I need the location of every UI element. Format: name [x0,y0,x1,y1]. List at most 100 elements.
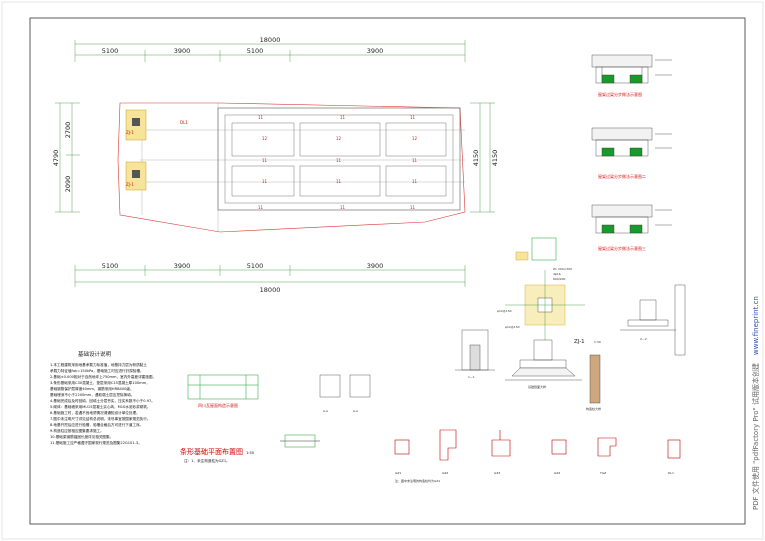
svg-text:11: 11 [410,115,416,120]
col-dl1: DL1 [668,471,674,475]
zj-bar: 4φ16 [553,272,561,276]
bottom-span-2: 3900 [174,262,191,270]
svg-text:11: 11 [258,115,264,120]
top-span-4: 3900 [367,47,384,55]
inner-strip [224,114,454,204]
pile-detail [620,284,686,356]
plan-note: 注：1、未注构造柱为GZ1。 [184,458,230,463]
svg-text:11: 11 [262,179,268,184]
zj-detail-scale: 1:30 [594,340,601,344]
misc-label: 构造柱大样 [586,406,601,411]
base-section [505,339,582,381]
zj-detail-label: ZJ-1 [574,339,585,345]
svg-text:11: 11 [412,158,418,163]
column-top [132,118,140,126]
plan-dimensions [55,40,495,287]
zj-spec: Z1 300×300 [553,267,572,271]
section-detail-3 [591,204,672,234]
aa-label-1: A-A [323,409,329,413]
zj-label-bottom: ZJ-1 [126,182,134,187]
side-text-gray: PDF 文件使用 "pdfFactory Pro" 试用版本创建 [751,363,760,510]
elev-label-2: 2—2 [640,337,647,341]
svg-text:基础埋深不小于2200mm，遇软弱土层应挖除换填。: 基础埋深不小于2200mm，遇软弱土层应挖除换填。 [50,392,134,397]
bottom-span-1: 5100 [102,262,119,270]
svg-text:基础钢筋保护层厚度40mm，钢筋采用HRB400级。: 基础钢筋保护层厚度40mm，钢筋采用HRB400级。 [50,386,134,391]
small-plan-green [531,237,557,261]
aa-section-2 [349,374,371,398]
roof-elev-title: 四川瓦屋面构造示意图 [198,402,238,408]
svg-text:承载力特征值fak=150kPa，基础施工时应进行钎探验槽。: 承载力特征值fak=150kPa，基础施工时应进行钎探验槽。 [50,368,144,373]
svg-text:11.基础施工应严格遵守国家现行规范及图集22G101-3。: 11.基础施工应严格遵守国家现行规范及图集22G101-3。 [50,440,142,445]
svg-text:11: 11 [410,205,416,210]
svg-text:6.基础施工时，若遇不良地质情况请通知设计单位处理。: 6.基础施工时，若遇不良地质情况请通知设计单位处理。 [50,410,140,415]
elev-label-1: 1—1 [468,375,475,379]
wall-hatch [589,354,601,404]
section-detail-2 [591,127,672,157]
svg-text:4.基础完成后及时回填，回填土分层夯实，压实系数不小于0.9: 4.基础完成后及时回填，回填土分层夯实，压实系数不小于0.97。 [50,398,155,403]
zj-rebar-1: φ12@150 [497,309,512,313]
base-detail-title: 基础剖面大样 [528,384,546,389]
dl-label: DL1 [180,120,188,125]
svg-text:5.砌体：基础墙采用MU15混凝土实心砖，M10水泥砂浆砌筑: 5.砌体：基础墙采用MU15混凝土实心砖，M10水泥砂浆砌筑。 [50,404,150,409]
svg-text:7.图中未注明尺寸详见结构总说明，未尽事宜按国家规范执行。: 7.图中未注明尺寸详见结构总说明，未尽事宜按国家规范执行。 [50,416,150,421]
col-gz4: GZ4 [554,471,560,475]
zj-detail-plan [505,270,585,340]
foundation-outline [117,102,466,233]
svg-text:11: 11 [412,179,418,184]
small-plan-yellow [515,251,529,261]
notes-heading: 基础设计说明 [78,350,112,358]
side-text-url: www.fineprint.cn [752,296,760,355]
svg-text:11: 11 [336,158,342,163]
zj-top: 600/200 [553,277,566,281]
small-plan [280,434,320,448]
right-total-dim: 4150 [472,150,480,167]
svg-text:11: 11 [340,115,346,120]
footing-elevation-1 [455,329,495,371]
notes-list: 1.本工程建筑采用地基承载力标准值，地基持力层为粉质黏土 承载力特征值fak=1… [50,362,156,445]
roof-elevation [187,374,259,400]
svg-text:11: 11 [340,205,346,210]
plan-scale: 1:50 [246,451,255,455]
svg-text:11: 11 [336,179,342,184]
zj-rebar-2: φ12@150 [505,325,520,329]
aa-section-1 [319,374,341,398]
top-span-3: 5100 [247,47,264,55]
svg-text:12: 12 [262,136,268,141]
svg-text:12: 12 [412,136,418,141]
col-gz3: GZ3 [494,471,500,475]
svg-text:8.地基开挖后应进行验槽，验槽合格后方可进行下道工序。: 8.地基开挖后应进行验槽，验槽合格后方可进行下道工序。 [50,422,143,427]
zj-label-top: ZJ-1 [126,130,134,135]
col-gz2: GZ2 [442,471,448,475]
column-bottom [132,170,140,178]
svg-text:11: 11 [262,158,268,163]
svg-text:11: 11 [258,205,264,210]
svg-text:3.条形基础采用C30混凝土，垫层采用C15混凝土厚100m: 3.条形基础采用C30混凝土，垫层采用C15混凝土厚100mm， [50,380,150,385]
col-tgz: TGZ [599,471,606,475]
bottom-span-3: 5100 [247,262,264,270]
top-total-dim: 18000 [260,36,281,44]
inner-frame [29,17,746,525]
section-title-1: 屋架过梁分步做法示意图 [598,91,642,97]
room-cells [231,122,447,197]
left-span-1: 2700 [64,122,72,139]
bottom-total-dim: 18000 [260,286,281,294]
aa-label-2: A-A [353,409,359,413]
right-total-dim-2: 4150 [491,150,499,167]
svg-text:2.基础±0.000相对于自然地坪上750mm，室内外高差详: 2.基础±0.000相对于自然地坪上750mm，室内外高差详建施图。 [50,374,156,379]
plan-title: 条形基础平面布置图 [180,447,243,456]
section-title-3: 屋架过梁分步做法示意图三 [598,245,646,251]
left-span-2: 2090 [64,176,72,193]
bottom-span-4: 3900 [367,262,384,270]
svg-text:1.本工程建筑采用地基承载力标准值，地基持力层为粉质黏土: 1.本工程建筑采用地基承载力标准值，地基持力层为粉质黏土 [50,362,147,367]
svg-text:9.构造柱应按相应图集要求施工。: 9.构造柱应按相应图集要求施工。 [50,428,104,433]
col-gz1: GZ1 [395,471,401,475]
top-span-2: 3900 [174,47,191,55]
top-span-1: 5100 [102,47,119,55]
svg-text:10.基础梁钢筋锚固长度详见相关图集。: 10.基础梁钢筋锚固长度详见相关图集。 [50,434,113,439]
column-note: 注：图中未注明的构造柱均为GZ1 [395,478,440,483]
svg-text:12: 12 [336,136,342,141]
left-total-dim: 4790 [52,150,60,167]
column-sections [394,429,681,461]
